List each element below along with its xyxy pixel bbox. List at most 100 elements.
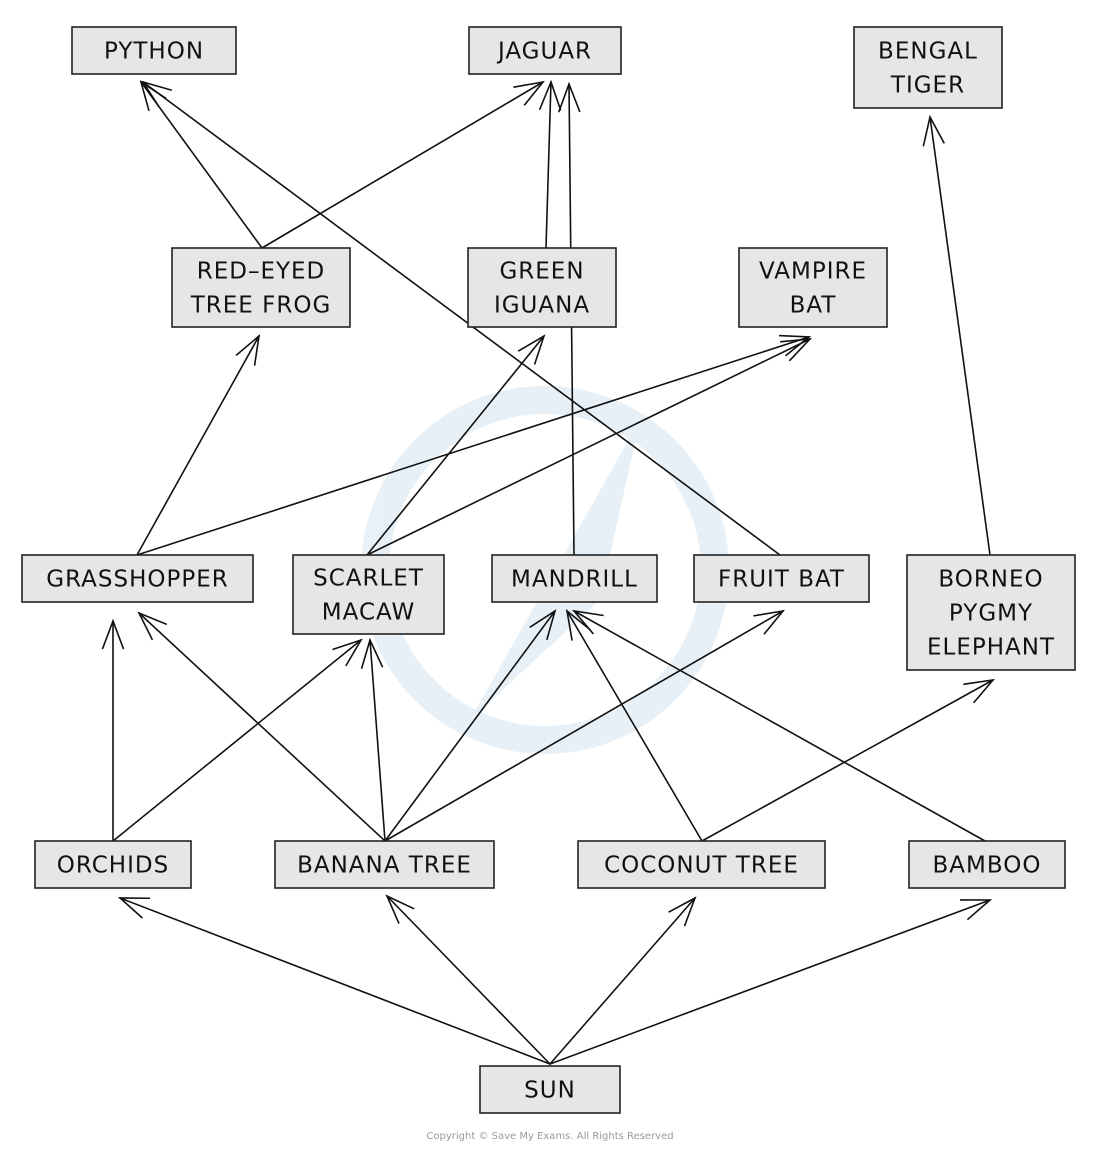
box-frame	[853, 26, 1003, 109]
arrow-sun-to-coconut-tree	[549, 896, 697, 1065]
arrow-banana-tree-to-grasshopper	[137, 611, 386, 842]
organism-label: BAT	[790, 293, 837, 319]
arrowhead	[235, 334, 261, 366]
arrowhead	[753, 609, 785, 635]
organism-box-jaguar: JAGUAR	[468, 26, 622, 75]
organism-label: ELEPHANT	[927, 635, 1055, 661]
arrow-shaft	[140, 81, 263, 249]
organism-box-bamboo: BAMBOO	[908, 840, 1066, 889]
organism-label: ORCHIDS	[57, 853, 169, 879]
arrow-red-eyed-tree-frog-to-python	[139, 80, 263, 249]
organism-box-banana-tree: BANANA TREE	[274, 840, 495, 889]
arrow-grasshopper-to-red-eyed-tree-frog	[136, 334, 261, 556]
organism-box-fruit-bat: FRUIT BAT	[693, 554, 870, 603]
box-frame	[71, 26, 237, 75]
arrow-shaft	[545, 81, 552, 249]
box-frame	[21, 554, 254, 603]
copyright-notice: Copyright © Save My Exams. All Rights Re…	[426, 1131, 673, 1142]
arrowhead	[360, 637, 384, 670]
arrow-shaft	[366, 335, 545, 556]
arrowhead	[513, 80, 545, 106]
arrow-banana-tree-to-scarlet-macaw	[360, 637, 386, 842]
arrow-shaft	[566, 610, 703, 842]
arrow-shaft	[701, 679, 994, 842]
arrow-shaft	[929, 116, 991, 556]
box-frame	[693, 554, 870, 603]
organism-label: BORNEO	[938, 567, 1043, 593]
box-frame	[34, 840, 192, 889]
arrow-shaft	[136, 336, 810, 556]
organism-label: TIGER	[890, 73, 965, 99]
arrowhead	[332, 638, 363, 667]
organism-label: GREEN	[499, 259, 584, 285]
arrowhead	[529, 609, 557, 641]
arrow-shaft	[119, 897, 551, 1065]
arrow-borneo-pygmy-elephant-to-bengal-tiger	[922, 114, 991, 556]
box-frame	[906, 554, 1076, 671]
organism-box-sun: SUN	[479, 1065, 621, 1114]
box-frame	[171, 247, 351, 328]
arrow-scarlet-macaw-to-green-iguana	[366, 334, 546, 556]
arrowhead	[780, 338, 813, 362]
arrowhead	[963, 678, 995, 704]
arrowhead	[385, 894, 415, 924]
organism-box-borneo-pygmy-elephant: BORNEO PYGMY ELEPHANT	[906, 554, 1076, 671]
organism-label: BENGAL	[878, 39, 978, 65]
arrow-red-eyed-tree-frog-to-jaguar	[261, 80, 545, 249]
box-frame	[467, 247, 617, 328]
arrow-shaft	[549, 899, 991, 1065]
box-frame	[479, 1065, 621, 1114]
arrowhead	[538, 79, 562, 111]
organism-box-orchids: ORCHIDS	[34, 840, 192, 889]
organism-box-mandrill: MANDRILL	[491, 554, 658, 603]
organism-label: PYTHON	[104, 39, 204, 65]
arrow-shaft	[549, 897, 696, 1065]
box-frame	[491, 554, 658, 603]
arrow-sun-to-banana-tree	[385, 894, 551, 1065]
arrow-shaft	[136, 335, 260, 556]
arrow-shaft	[386, 895, 551, 1065]
arrow-shaft	[369, 639, 386, 842]
arrow-grasshopper-to-vampire-bat	[136, 334, 812, 556]
organism-label: MACAW	[322, 600, 415, 626]
arrow-banana-tree-to-mandrill	[384, 609, 557, 842]
organism-label: FRUIT BAT	[718, 567, 845, 593]
box-frame	[577, 840, 826, 889]
arrowhead	[778, 334, 812, 357]
arrowhead	[668, 896, 697, 927]
organism-label: SUN	[524, 1078, 576, 1104]
organism-label: COCONUT TREE	[604, 853, 799, 879]
arrow-orchids-to-scarlet-macaw	[112, 638, 363, 842]
organism-label: PYGMY	[949, 601, 1033, 627]
organism-box-vampire-bat: VAMPIRE BAT	[738, 247, 888, 328]
arrow-shaft	[384, 610, 784, 842]
arrow-scarlet-macaw-to-vampire-bat	[366, 338, 813, 556]
organism-box-coconut-tree: COCONUT TREE	[577, 840, 826, 889]
arrowhead	[517, 334, 546, 365]
organism-label: BANANA TREE	[297, 853, 472, 879]
arrowhead	[101, 618, 125, 650]
arrow-shaft	[366, 338, 811, 556]
arrowhead	[565, 609, 591, 641]
organism-label: GRASSHOPPER	[46, 567, 228, 593]
organism-label: VAMPIRE	[759, 259, 867, 285]
arrow-bamboo-to-mandrill	[572, 609, 986, 842]
arrowhead	[922, 114, 945, 147]
arrow-orchids-to-grasshopper	[101, 618, 125, 842]
arrowhead	[117, 897, 151, 919]
arrow-banana-tree-to-fruit-bat	[384, 609, 785, 842]
arrow-shaft	[112, 639, 362, 842]
organism-label: RED–EYED	[197, 259, 326, 285]
organism-label: BAMBOO	[933, 853, 1042, 879]
arrow-coconut-tree-to-borneo-pygmy-elephant	[701, 678, 995, 842]
arrowhead	[557, 81, 581, 113]
arrow-sun-to-bamboo	[549, 899, 993, 1065]
box-frame	[908, 840, 1066, 889]
arrow-coconut-tree-to-mandrill	[565, 609, 703, 842]
arrow-shaft	[384, 610, 556, 842]
arrow-shaft	[573, 610, 986, 842]
